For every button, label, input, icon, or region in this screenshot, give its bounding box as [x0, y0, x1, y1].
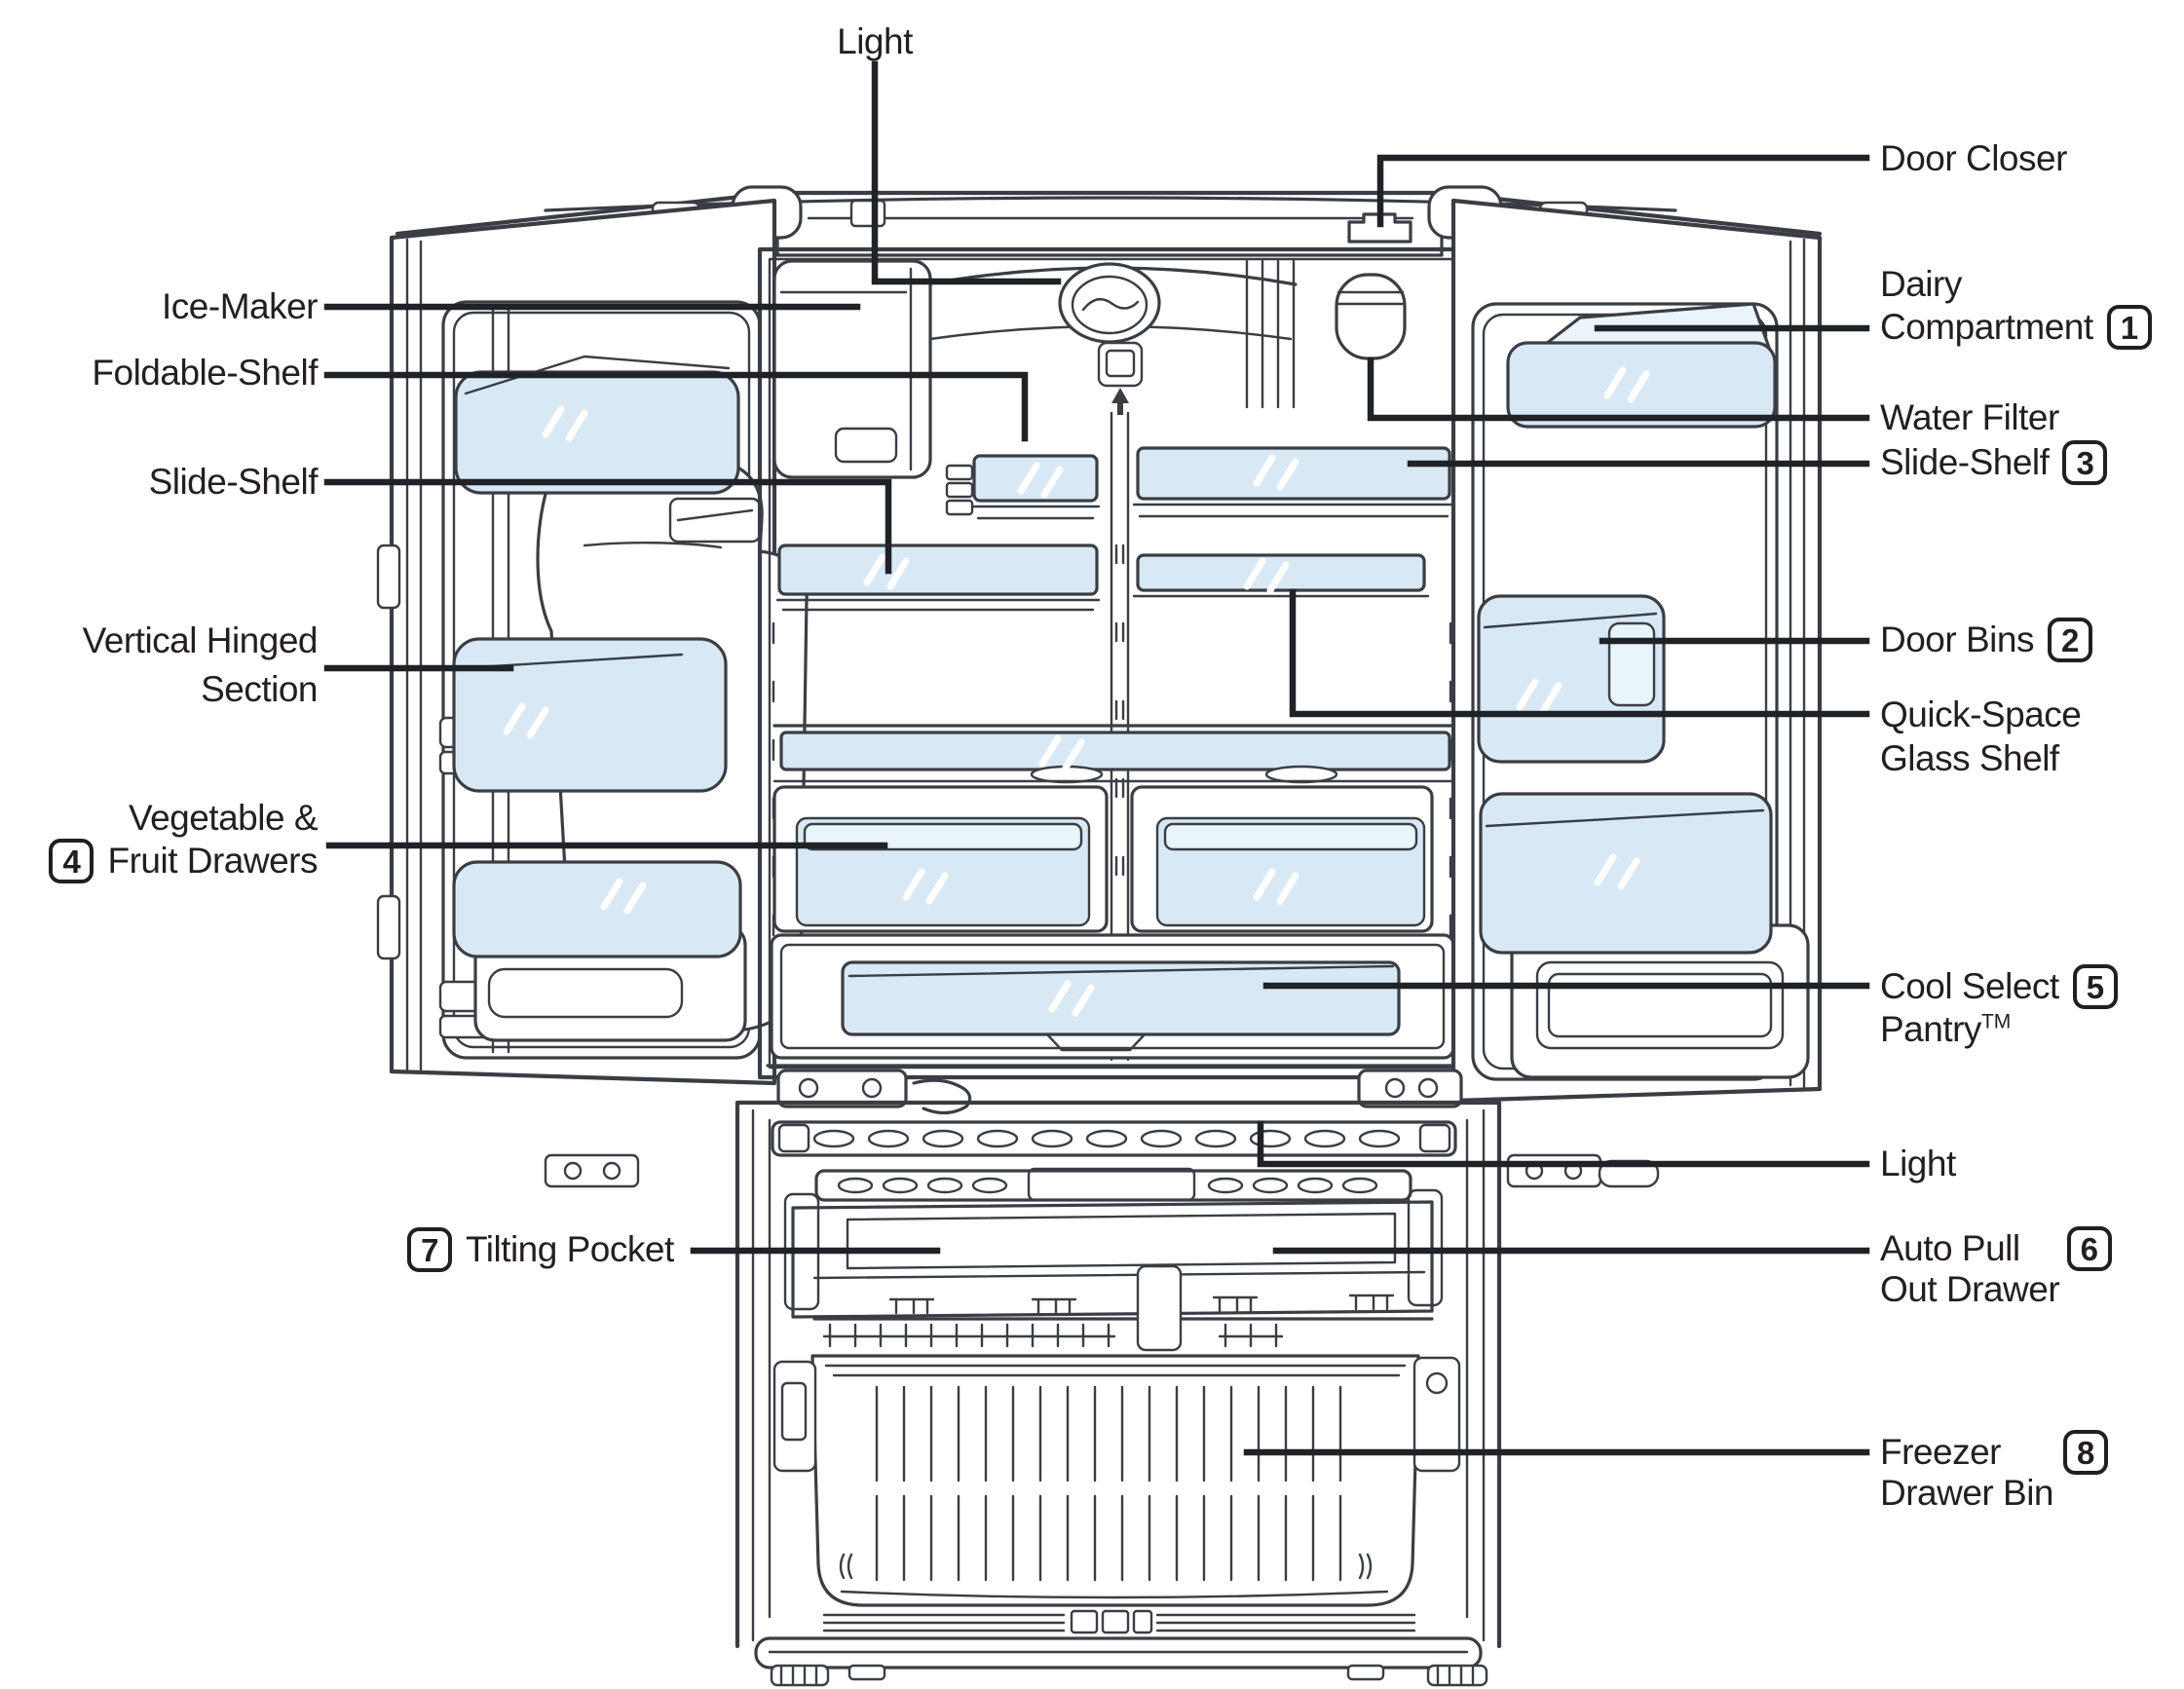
basket-hook-rail: [812, 1264, 1434, 1352]
label-quick-space-line1: Quick-Space: [1880, 694, 2082, 734]
right-door-bin-lower: [1479, 792, 1773, 955]
label-light-top-text: Light: [837, 21, 913, 61]
label-quick-space-line2: Glass Shelf: [1880, 738, 2059, 778]
label-auto-pull-out-drawer: Auto Pull 6 Out Drawer: [1880, 1226, 2112, 1310]
label-slide-shelf-left-text: Slide-Shelf: [148, 462, 319, 502]
freezer-base: [754, 1609, 1488, 1687]
badge-1: 1: [2106, 305, 2152, 350]
label-door-bins-text: Door Bins: [1880, 619, 2034, 659]
label-cool-select-pantry: Cool Select 5 PantryTM: [1880, 964, 2118, 1051]
ice-maker-part: [772, 259, 932, 479]
label-ice-maker-text: Ice-Maker: [162, 286, 318, 326]
badge-2: 2: [2047, 618, 2092, 662]
quick-space-glass-shelf-part: [1132, 553, 1430, 598]
vegetable-fruit-drawers-part: [772, 785, 1434, 933]
label-quick-space-glass-shelf: Quick-Space Glass Shelf: [1880, 693, 2082, 780]
tilting-pocket-part: [783, 1167, 1444, 1319]
label-dairy-compartment: Dairy Compartment 1: [1880, 263, 2152, 350]
label-slide-shelf-right-text: Slide-Shelf: [1880, 442, 2050, 482]
label-dairy-line2: Compartment: [1880, 307, 2093, 347]
label-door-closer-text: Door Closer: [1880, 138, 2067, 178]
label-light-top: Light: [816, 19, 933, 64]
label-tilting-pocket-text: Tilting Pocket: [466, 1229, 674, 1269]
label-light-lower: Light: [1880, 1142, 1956, 1186]
foldable-shelf-part: [945, 454, 1101, 520]
label-vegetable-line1: Vegetable &: [128, 798, 319, 838]
leader-lines: [323, 60, 1870, 1456]
cool-select-pantry-part: [770, 933, 1455, 1060]
label-dairy-line1: Dairy: [1880, 264, 1962, 304]
label-slide-shelf-left: Slide-Shelf: [148, 460, 319, 505]
light-dome: [1058, 262, 1161, 344]
door-closer-part: [1347, 212, 1412, 244]
label-door-bins: Door Bins 2: [1880, 618, 2092, 662]
water-filter-part: [1335, 273, 1407, 360]
full-width-shelf: [772, 724, 1455, 784]
right-door: [1450, 198, 1823, 1104]
slide-shelf-left-part: [775, 544, 1101, 612]
left-door: [376, 198, 809, 1086]
trademark-superscript: TM: [1980, 1010, 2012, 1033]
label-cool-select-text: Cool Select: [1880, 966, 2059, 1006]
badge-5: 5: [2072, 964, 2118, 1009]
label-vertical-hinged-line2: Section: [201, 669, 318, 709]
badge-6: 6: [2066, 1226, 2112, 1271]
label-door-closer: Door Closer: [1880, 136, 2067, 181]
label-pantry-text: PantryTM: [1880, 1009, 2012, 1049]
label-foldable-shelf-text: Foldable-Shelf: [92, 353, 318, 393]
label-freezer-drawer-bin: Freezer 8 Drawer Bin: [1880, 1430, 2108, 1514]
label-freezer-line1: Freezer: [1880, 1432, 2001, 1472]
badge-3: 3: [2062, 440, 2108, 485]
bottom-hinges: [544, 1069, 1660, 1188]
label-vegetable-fruit-drawers: Vegetable & 4 Fruit Drawers: [49, 797, 319, 883]
badge-4: 4: [49, 839, 94, 883]
label-tilting-pocket: 7 Tilting Pocket: [407, 1227, 674, 1272]
label-foldable-shelf: Foldable-Shelf: [92, 351, 318, 395]
label-ice-maker: Ice-Maker: [162, 284, 318, 329]
badge-7: 7: [407, 1227, 452, 1272]
label-water-filter-slide-shelf: Water Filter Slide-Shelf 3: [1880, 395, 2108, 485]
freezer-light-part: [771, 1120, 1457, 1157]
freezer-section: [734, 1100, 1502, 1687]
fresh-food-interior: [757, 246, 1469, 1080]
label-light-lower-text: Light: [1880, 1144, 1956, 1183]
label-vertical-hinged-line1: Vertical Hinged: [82, 620, 319, 660]
label-vegetable-line2: Fruit Drawers: [107, 841, 318, 881]
label-vertical-hinged-section: Vertical Hinged Section: [82, 617, 319, 714]
label-freezer-line2: Drawer Bin: [1880, 1473, 2054, 1513]
right-door-bin-middle: [1477, 594, 1666, 764]
label-auto-pull-line1: Auto Pull: [1880, 1228, 2020, 1268]
slide-shelf-right-part: [1132, 446, 1453, 518]
label-auto-pull-line2: Out Drawer: [1880, 1269, 2060, 1309]
freezer-drawer-bin-part: [772, 1354, 1461, 1607]
left-door-bin-lower: [452, 860, 742, 958]
badge-8: 8: [2062, 1430, 2108, 1475]
dairy-compartment-part: [1506, 302, 1777, 429]
left-door-bin-middle: [452, 637, 728, 793]
label-water-filter-text: Water Filter: [1880, 397, 2059, 437]
